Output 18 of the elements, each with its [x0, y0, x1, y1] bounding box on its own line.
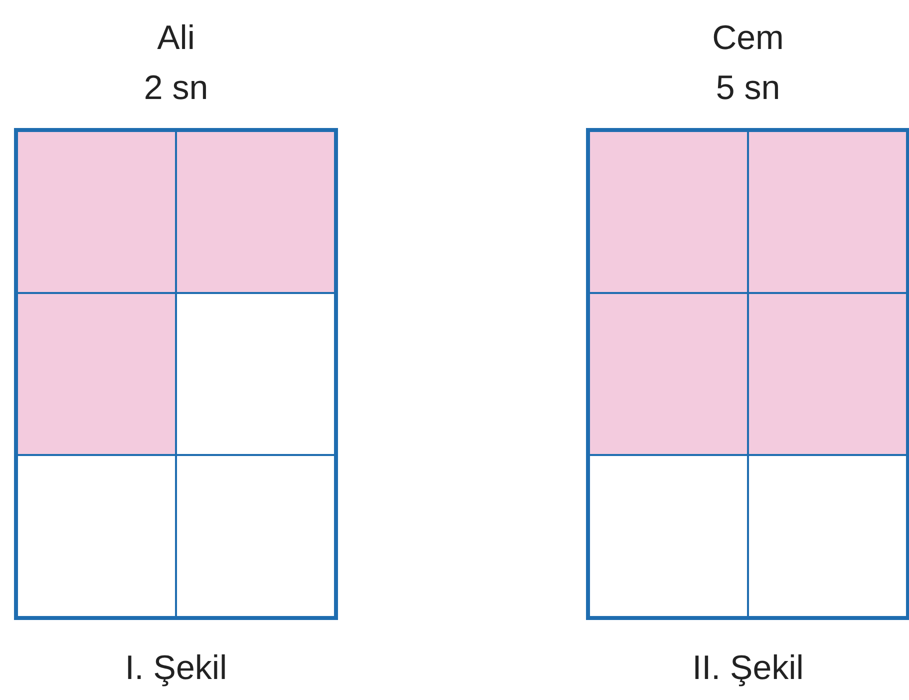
figure-caption: II. Şekil [691, 649, 805, 688]
grid-cell [748, 293, 907, 455]
grid-cell [748, 455, 907, 617]
grid-cell [17, 293, 176, 455]
figure-caption: I. Şekil [124, 649, 228, 688]
grid-cell [176, 131, 335, 293]
grid-cell [17, 455, 176, 617]
grid-cell [748, 131, 907, 293]
grid-cell [589, 293, 748, 455]
name-label: Ali [156, 19, 196, 58]
grid-cell [17, 131, 176, 293]
grid-cell [176, 455, 335, 617]
time-label: 2 sn [142, 69, 210, 108]
time-label: 5 sn [714, 69, 782, 108]
grid-cell [589, 455, 748, 617]
grid-cell [589, 131, 748, 293]
grid-cell [176, 293, 335, 455]
name-label: Cem [711, 19, 785, 58]
